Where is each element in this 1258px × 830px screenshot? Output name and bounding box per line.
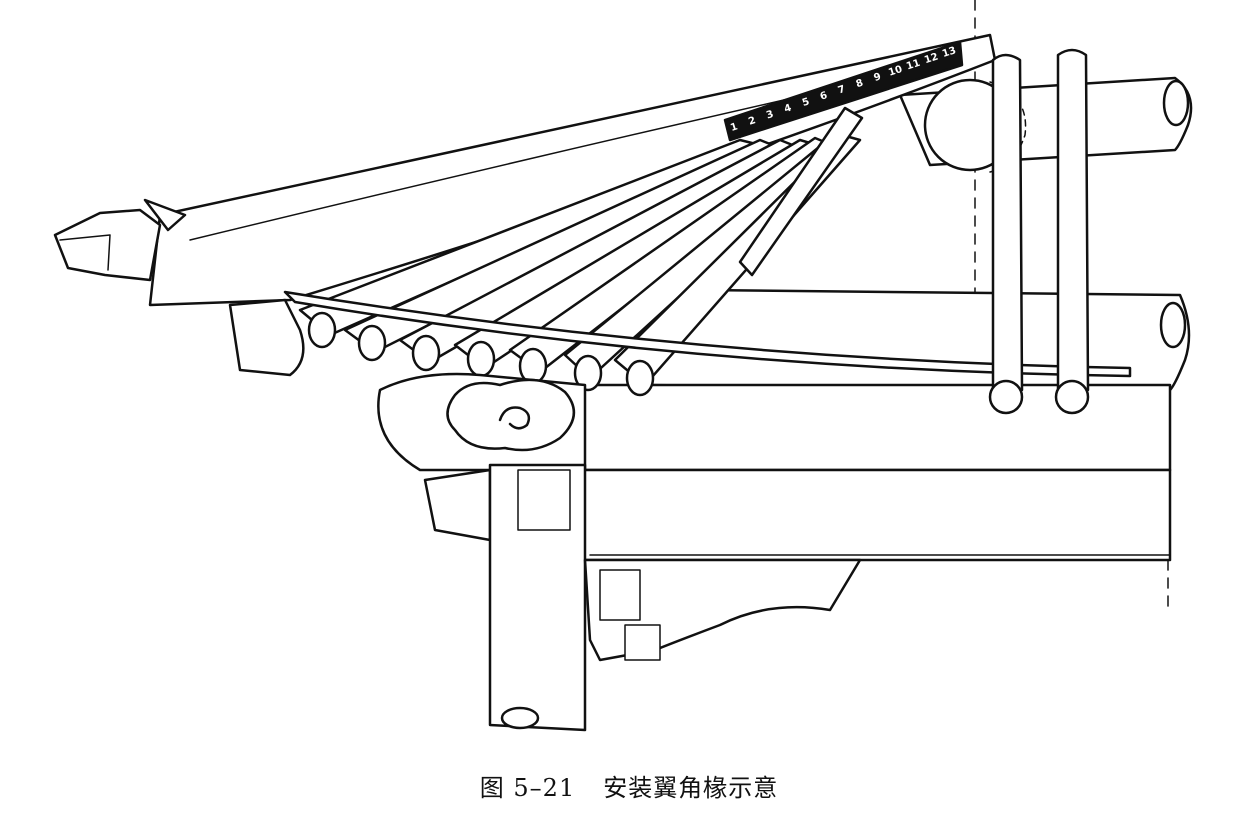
rafter-number-9: 9 bbox=[873, 71, 883, 84]
rafter-number-6: 6 bbox=[819, 90, 829, 103]
rafter-number-10: 10 bbox=[887, 64, 904, 79]
rafter-number-4: 4 bbox=[783, 103, 793, 116]
vertical-column bbox=[488, 463, 587, 732]
vertical-posts bbox=[988, 48, 1090, 415]
cloud-bracket bbox=[377, 372, 587, 472]
caption-number: 图 5–21 bbox=[479, 774, 576, 802]
rafter-number-1: 1 bbox=[729, 121, 739, 134]
upper-purlin bbox=[898, 76, 1193, 173]
rafter-fan bbox=[298, 106, 864, 387]
rafter-number-13: 13 bbox=[941, 45, 958, 60]
horizontal-beam bbox=[578, 383, 1172, 562]
rafter-number-5: 5 bbox=[801, 96, 811, 109]
lower-bracket bbox=[228, 298, 492, 542]
rafter-number-8: 8 bbox=[855, 78, 865, 91]
corner-beam-end bbox=[53, 198, 187, 282]
figure-caption: 图 5–21 安装翼角椽示意 bbox=[0, 768, 1258, 803]
rafter-number-12: 12 bbox=[923, 51, 940, 66]
rafter-number-2: 2 bbox=[747, 115, 757, 128]
eave-strip bbox=[283, 290, 1132, 378]
caption-text: 安装翼角椽示意 bbox=[603, 774, 779, 802]
rafter-number-3: 3 bbox=[765, 109, 775, 122]
rafter-number-7: 7 bbox=[837, 84, 847, 97]
rafter-ends bbox=[307, 311, 655, 397]
rafter-number-11: 11 bbox=[905, 58, 922, 73]
lower-support bbox=[583, 558, 862, 662]
